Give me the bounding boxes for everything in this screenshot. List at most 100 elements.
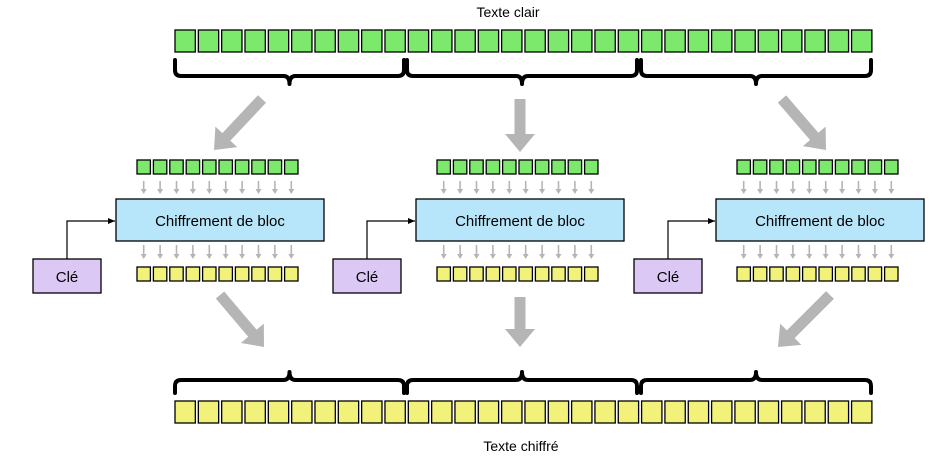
input-arrow — [777, 95, 826, 150]
block-input-cell — [267, 159, 283, 175]
ciphertext-cell — [221, 400, 243, 424]
block-cipher-box — [415, 198, 625, 242]
block-output-cell — [851, 266, 866, 282]
plaintext-cell — [617, 29, 640, 53]
block-input-cell — [185, 159, 201, 175]
block-input-cell — [551, 159, 566, 175]
plaintext-cell — [780, 29, 803, 53]
plaintext-cell — [477, 29, 500, 53]
block-input-cell — [583, 159, 599, 175]
ciphertext-cell — [570, 400, 593, 424]
input-arrow — [214, 95, 267, 150]
ciphertext-cell — [780, 400, 803, 424]
ciphertext-cell — [547, 400, 570, 424]
block-output-cell — [883, 266, 899, 282]
block-output-cell — [283, 266, 299, 282]
plaintext-cell — [500, 29, 523, 53]
block-output-cell — [785, 266, 801, 282]
block-output-cell — [534, 266, 550, 282]
block-output-cell — [752, 266, 768, 282]
key-label: Clé — [657, 269, 680, 286]
block-output-cell — [485, 266, 501, 282]
block-input-cell — [152, 159, 168, 175]
block-input-cell — [752, 159, 768, 175]
plaintext-cell — [547, 29, 570, 53]
block-output-cell — [251, 266, 266, 282]
key-box — [332, 258, 402, 294]
block-output-cell — [152, 266, 168, 282]
plaintext-cell — [430, 29, 453, 53]
block-input-cell — [436, 159, 452, 175]
ciphertext-cell — [454, 400, 476, 424]
block-input-cell — [518, 159, 534, 175]
block-input-cell — [136, 159, 152, 175]
key-label: Clé — [356, 269, 379, 286]
plaintext-cell — [314, 29, 336, 53]
ciphertext-cell — [360, 400, 383, 424]
ciphertext-cell — [757, 400, 780, 424]
block-output-cell — [218, 266, 234, 282]
block-output-cell — [452, 266, 468, 282]
block-input-cell — [801, 159, 817, 175]
plaintext-cell — [850, 29, 873, 53]
block-cipher-label: Chiffrement de bloc — [755, 213, 885, 230]
block-input-cell — [234, 159, 250, 175]
block-output-cell — [518, 266, 534, 282]
block-output-cell — [818, 266, 834, 282]
block-output-cell — [801, 266, 817, 282]
block-input-cell — [251, 159, 266, 175]
ciphertext-cell — [290, 400, 313, 424]
block-output-cell — [834, 266, 850, 282]
plaintext-cell — [594, 29, 616, 53]
plaintext-cell — [687, 29, 710, 53]
block-input-cell — [834, 159, 850, 175]
plaintext-cell — [197, 29, 220, 53]
block-input-cell — [485, 159, 501, 175]
ciphertext-brace — [173, 370, 406, 395]
block-output-cell — [501, 266, 517, 282]
block-output-cell — [551, 266, 566, 282]
plaintext-cell — [244, 29, 266, 53]
ciphertext-cell — [594, 400, 616, 424]
block-input-cell — [883, 159, 899, 175]
ciphertext-cell — [524, 400, 546, 424]
plaintext-cell — [384, 29, 406, 53]
block-output-cell — [201, 266, 217, 282]
ciphertext-cell — [687, 400, 710, 424]
block-output-cell — [136, 266, 152, 282]
ciphertext-cell — [430, 400, 453, 424]
plaintext-cell — [757, 29, 780, 53]
plaintext-row — [174, 29, 873, 53]
ciphertext-cell — [850, 400, 873, 424]
input-arrow — [505, 99, 535, 152]
plaintext-cell — [407, 29, 430, 53]
block-input-cell — [169, 159, 184, 175]
ciphertext-cell — [197, 400, 220, 424]
key-box — [633, 258, 703, 294]
block-input-cell — [283, 159, 299, 175]
plaintext-cell — [524, 29, 546, 53]
ciphertext-cell — [617, 400, 640, 424]
block-input-cell — [736, 159, 752, 175]
block-input-cell — [452, 159, 468, 175]
ciphertext-braces — [173, 370, 873, 395]
plaintext-cell — [827, 29, 850, 53]
block-output-cell — [867, 266, 883, 282]
ciphertext-cell — [664, 400, 686, 424]
plaintext-brace — [405, 58, 639, 86]
block-input-cell — [867, 159, 883, 175]
plaintext-cell — [337, 29, 360, 53]
ciphertext-cell — [314, 400, 336, 424]
ciphertext-cell — [267, 400, 290, 424]
ciphertext-cell — [500, 400, 523, 424]
block-input-cell — [769, 159, 784, 175]
block-input-cell — [851, 159, 866, 175]
plaintext-cell — [570, 29, 593, 53]
key-label: Clé — [56, 269, 79, 286]
block-output-cell — [469, 266, 484, 282]
block-input-cell — [534, 159, 550, 175]
key-connector — [366, 218, 415, 259]
